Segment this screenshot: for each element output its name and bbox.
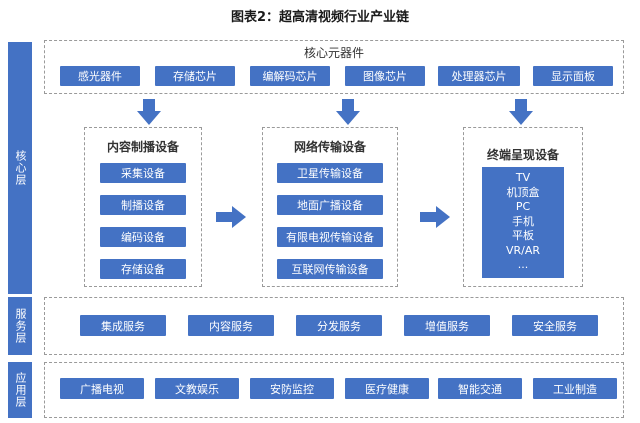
terminal-device-item: 手机 bbox=[512, 214, 534, 228]
application-item: 智能交通 bbox=[438, 378, 522, 399]
core-component-item: 感光器件 bbox=[60, 66, 140, 86]
terminal-device-list: TV 机顶盒 PC 手机 平板 VR/AR ... bbox=[482, 167, 564, 278]
terminal-device-item: 机顶盒 bbox=[506, 185, 540, 199]
content-production-title: 内容制播设备 bbox=[106, 140, 179, 154]
layer-label-core: 核心层 bbox=[8, 42, 32, 294]
applications-panel bbox=[44, 362, 624, 418]
network-transmission-item: 互联网传输设备 bbox=[277, 259, 383, 279]
content-production-item: 存储设备 bbox=[100, 259, 186, 279]
application-item: 安防监控 bbox=[250, 378, 334, 399]
network-transmission-title: 网络传输设备 bbox=[293, 140, 366, 154]
content-production-item: 制播设备 bbox=[100, 195, 186, 215]
diagram-title: 图表2：超高清视频行业产业链 bbox=[230, 10, 410, 25]
terminal-device-item: TV bbox=[515, 171, 531, 184]
terminal-device-item: PC bbox=[515, 200, 531, 213]
service-item: 增值服务 bbox=[404, 315, 490, 336]
right-arrow-icon bbox=[420, 206, 450, 228]
terminal-device-item: VR/AR bbox=[505, 243, 541, 257]
network-transmission-item: 地面广播设备 bbox=[277, 195, 383, 215]
terminal-display-title: 终端呈现设备 bbox=[486, 148, 559, 162]
layer-label-application: 应用层 bbox=[8, 362, 32, 418]
service-item: 内容服务 bbox=[188, 315, 274, 336]
core-component-item: 显示面板 bbox=[533, 66, 613, 86]
core-components-title: 核心元器件 bbox=[303, 46, 364, 60]
down-arrow-icon bbox=[137, 99, 161, 125]
down-arrow-icon bbox=[509, 99, 533, 125]
service-item: 集成服务 bbox=[80, 315, 166, 336]
service-item: 安全服务 bbox=[512, 315, 598, 336]
application-item: 工业制造 bbox=[533, 378, 617, 399]
core-components-panel bbox=[44, 40, 624, 94]
content-production-item: 编码设备 bbox=[100, 227, 186, 247]
core-component-item: 处理器芯片 bbox=[438, 66, 520, 86]
core-component-item: 图像芯片 bbox=[345, 66, 425, 86]
right-arrow-icon bbox=[216, 206, 246, 228]
service-item: 分发服务 bbox=[296, 315, 382, 336]
layer-label-service: 服务层 bbox=[8, 297, 32, 355]
application-item: 广播电视 bbox=[60, 378, 144, 399]
application-item: 文教娱乐 bbox=[155, 378, 239, 399]
terminal-device-item: 平板 bbox=[512, 229, 534, 242]
network-transmission-item: 有限电视传输设备 bbox=[277, 227, 383, 247]
core-component-item: 编解码芯片 bbox=[250, 66, 330, 86]
core-component-item: 存储芯片 bbox=[155, 66, 235, 86]
down-arrow-icon bbox=[336, 99, 360, 125]
application-item: 医疗健康 bbox=[345, 378, 429, 399]
content-production-item: 采集设备 bbox=[100, 163, 186, 183]
network-transmission-item: 卫星传输设备 bbox=[277, 163, 383, 183]
terminal-device-item: ... bbox=[517, 258, 529, 271]
